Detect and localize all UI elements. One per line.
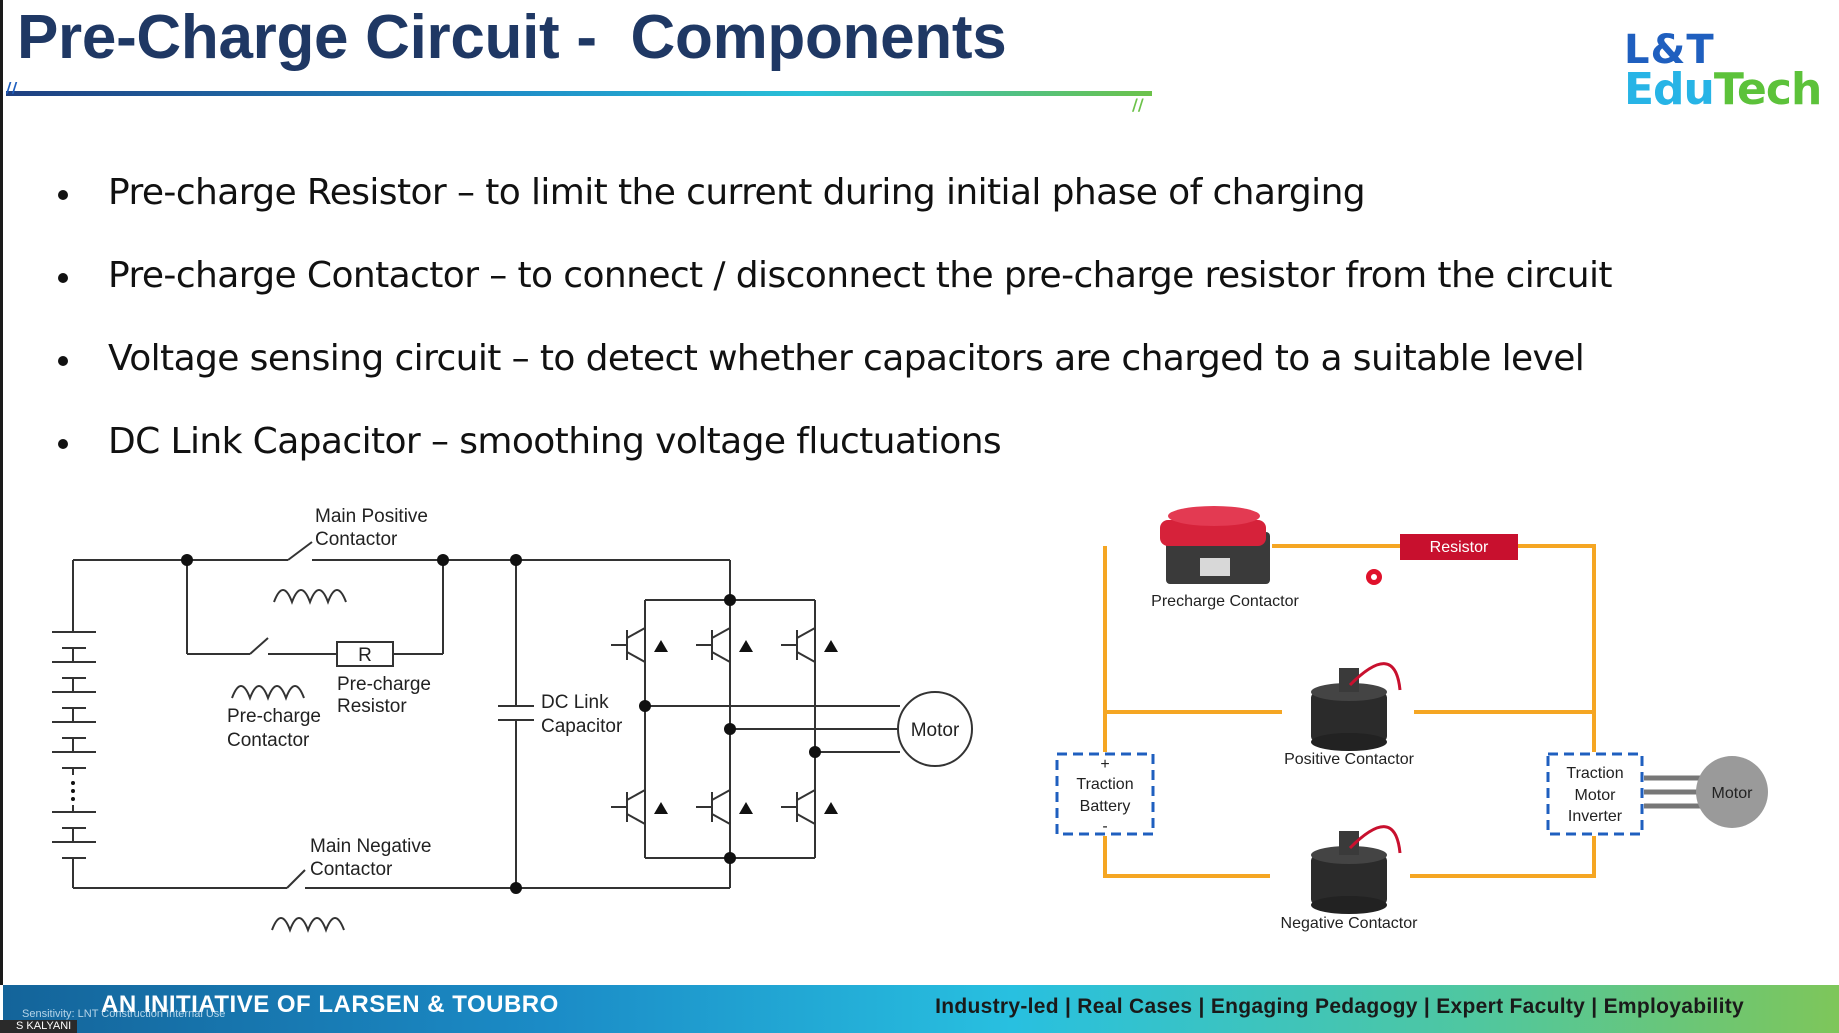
precharge-contactor-label: Precharge Contactor xyxy=(1151,593,1299,610)
footer-tagline: Industry-led | Real Cases | Engaging Ped… xyxy=(935,995,1744,1018)
bullet-text: Pre-charge Contactor – to connect / disc… xyxy=(108,255,1612,296)
logo-edu: Edu xyxy=(1624,64,1715,115)
negative-contactor-device xyxy=(1311,825,1402,914)
schematic-main-negative-label: Contactor xyxy=(310,859,393,880)
battery-plus-label: + xyxy=(1100,756,1109,773)
resistor-label: Resistor xyxy=(1430,539,1489,556)
sensitivity-label: Sensitivity: LNT Construction Internal U… xyxy=(22,1008,226,1020)
bullet-list: Pre-charge Resistor – to limit the curre… xyxy=(50,172,1612,504)
title-underline: // // xyxy=(6,82,1152,114)
negative-contactor-label: Negative Contactor xyxy=(1281,915,1419,932)
positive-contactor-label: Positive Contactor xyxy=(1284,751,1415,768)
inverter-box xyxy=(1546,752,1644,836)
logo-line2: EduTech xyxy=(1624,68,1822,112)
left-border xyxy=(0,0,3,985)
battery-label: Traction xyxy=(1076,776,1133,793)
logo-line1: L&T xyxy=(1624,27,1715,73)
lt-edutech-logo: L&T EduTech xyxy=(1624,27,1822,112)
motor-label: Motor xyxy=(1712,785,1754,802)
slide-title: Pre-Charge Circuit - Components xyxy=(17,3,1007,72)
schematic-dc-link-label: Capacitor xyxy=(541,716,623,737)
inverter-label: Motor xyxy=(1575,787,1617,804)
bullet-item: Pre-charge Contactor – to connect / disc… xyxy=(50,255,1612,338)
resistor-block xyxy=(1400,534,1518,560)
inverter-label: Traction xyxy=(1566,765,1623,782)
bullet-dot xyxy=(58,356,68,366)
schematic-r-label: R xyxy=(358,645,372,666)
bullet-text: Pre-charge Resistor – to limit the curre… xyxy=(108,172,1366,213)
logo-tech: Tech xyxy=(1713,64,1822,115)
schematic-main-positive-label: Main Positive xyxy=(315,506,428,527)
schematic-precharge-resistor-label: Pre-charge xyxy=(337,674,431,695)
schematic-dc-link-label: DC Link xyxy=(541,692,609,713)
bullet-dot xyxy=(58,439,68,449)
schematic-precharge-resistor-label: Resistor xyxy=(337,696,407,717)
svg-text://: // xyxy=(6,82,18,96)
footer-bar: AN INITIATIVE OF LARSEN & TOUBRO Industr… xyxy=(3,985,1839,1033)
bullet-item: DC Link Capacitor – smoothing voltage fl… xyxy=(50,421,1612,504)
motor-circle xyxy=(1696,756,1768,828)
bullet-dot xyxy=(58,190,68,200)
battery-minus-label: - xyxy=(1102,818,1107,835)
bullet-item: Pre-charge Resistor – to limit the curre… xyxy=(50,172,1612,255)
schematic-main-positive-label: Contactor xyxy=(315,529,398,550)
schematic-main-negative-label: Main Negative xyxy=(310,836,431,857)
bullet-dot xyxy=(58,273,68,283)
footer-initiative: AN INITIATIVE OF LARSEN & TOUBRO xyxy=(101,991,559,1018)
precharge-contactor-device xyxy=(1160,506,1270,584)
bullet-item: Voltage sensing circuit – to detect whet… xyxy=(50,338,1612,421)
svg-text://: // xyxy=(1132,95,1144,114)
schematic-precharge-contactor-label: Pre-charge xyxy=(227,706,321,727)
presenter-name-tag: S KALYANI xyxy=(0,1020,78,1033)
laser-pointer-center xyxy=(1371,574,1377,580)
positive-contactor-device xyxy=(1311,662,1402,751)
battery-label: Battery xyxy=(1080,798,1131,815)
bullet-text: DC Link Capacitor – smoothing voltage fl… xyxy=(108,421,1002,462)
schematic-precharge-contactor-label: Contactor xyxy=(227,730,310,751)
bullet-text: Voltage sensing circuit – to detect whet… xyxy=(108,338,1585,379)
inverter-label: Inverter xyxy=(1568,808,1623,825)
schematic-motor-label: Motor xyxy=(911,720,960,741)
traction-battery-box xyxy=(1055,752,1155,836)
